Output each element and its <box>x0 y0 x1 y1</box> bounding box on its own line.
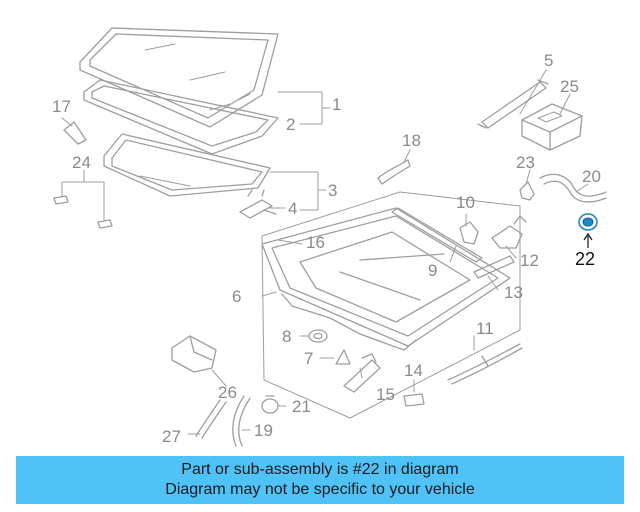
callout-9: 9 <box>428 261 437 280</box>
callout-7: 7 <box>304 349 313 368</box>
callout-23: 23 <box>516 153 535 172</box>
part-14-pad <box>403 393 425 407</box>
callout-6: 6 <box>232 287 241 306</box>
callout-3: 3 <box>328 181 337 200</box>
sunroof-frame <box>261 207 511 351</box>
callout-8: 8 <box>282 327 291 346</box>
part-18-hose-clip <box>377 159 411 185</box>
callout-1: 1 <box>332 95 341 114</box>
part-3-sunshade <box>103 133 271 197</box>
part-17-clip <box>63 121 87 145</box>
part-19-hose <box>232 395 251 447</box>
part-25-module <box>521 103 583 151</box>
callout-4: 4 <box>288 199 297 218</box>
parts-diagram: 1 2 3 4 5 6 7 8 9 10 11 12 13 14 15 16 1… <box>52 27 607 447</box>
callout-14: 14 <box>404 361 423 380</box>
callout-2: 2 <box>286 115 295 134</box>
part-26-motor <box>171 335 217 373</box>
part-23-connector <box>519 181 535 201</box>
banner-line-disclaimer: Diagram may not be specific to your vehi… <box>165 481 475 498</box>
callout-20: 20 <box>582 167 601 186</box>
part-7-clip <box>335 349 351 365</box>
callout-13: 13 <box>504 283 523 302</box>
callout-11: 11 <box>476 319 494 338</box>
callout-24: 24 <box>72 153 91 172</box>
part-13-deflector <box>473 255 515 279</box>
callout-27: 27 <box>162 427 181 446</box>
leader-lines <box>61 69 589 435</box>
callout-17: 17 <box>52 97 71 116</box>
callout-19: 19 <box>254 421 273 440</box>
part-12-bracket <box>491 215 527 249</box>
part-27-hose <box>195 399 227 439</box>
part-4-brackets <box>239 189 277 219</box>
banner-line-part-number: Part or sub-assembly is #22 in diagram <box>181 461 459 478</box>
callout-10: 10 <box>456 193 475 212</box>
callout-26: 26 <box>218 383 237 402</box>
part-24-pads <box>53 195 113 229</box>
part-9-guide-rail <box>391 207 483 263</box>
part-2-seal-frame <box>83 79 279 155</box>
part-20-drain-hose <box>539 173 607 203</box>
part-5-rod <box>477 79 549 129</box>
callout-18: 18 <box>402 131 421 150</box>
callout-21: 21 <box>292 397 311 416</box>
part-11-cable <box>447 343 523 385</box>
callout-16: 16 <box>306 233 325 252</box>
part-8-grommet <box>308 329 328 343</box>
callout-5: 5 <box>544 51 553 70</box>
info-banner: Part or sub-assembly is #22 in diagram D… <box>16 456 624 504</box>
part-1-glass-panel <box>79 27 279 128</box>
callout-12: 12 <box>520 251 539 270</box>
part-6-frame-outline <box>261 191 521 419</box>
part-22-plug-highlighted <box>578 213 598 248</box>
callout-25: 25 <box>560 77 579 96</box>
callout-labels: 1 2 3 4 5 6 7 8 9 10 11 12 13 14 15 16 1… <box>52 51 601 446</box>
part-21-grommet <box>261 395 279 414</box>
callout-22: 22 <box>575 249 595 269</box>
callout-15: 15 <box>376 385 395 404</box>
part-15-bracket <box>343 353 381 393</box>
part-10-bracket <box>459 221 479 245</box>
